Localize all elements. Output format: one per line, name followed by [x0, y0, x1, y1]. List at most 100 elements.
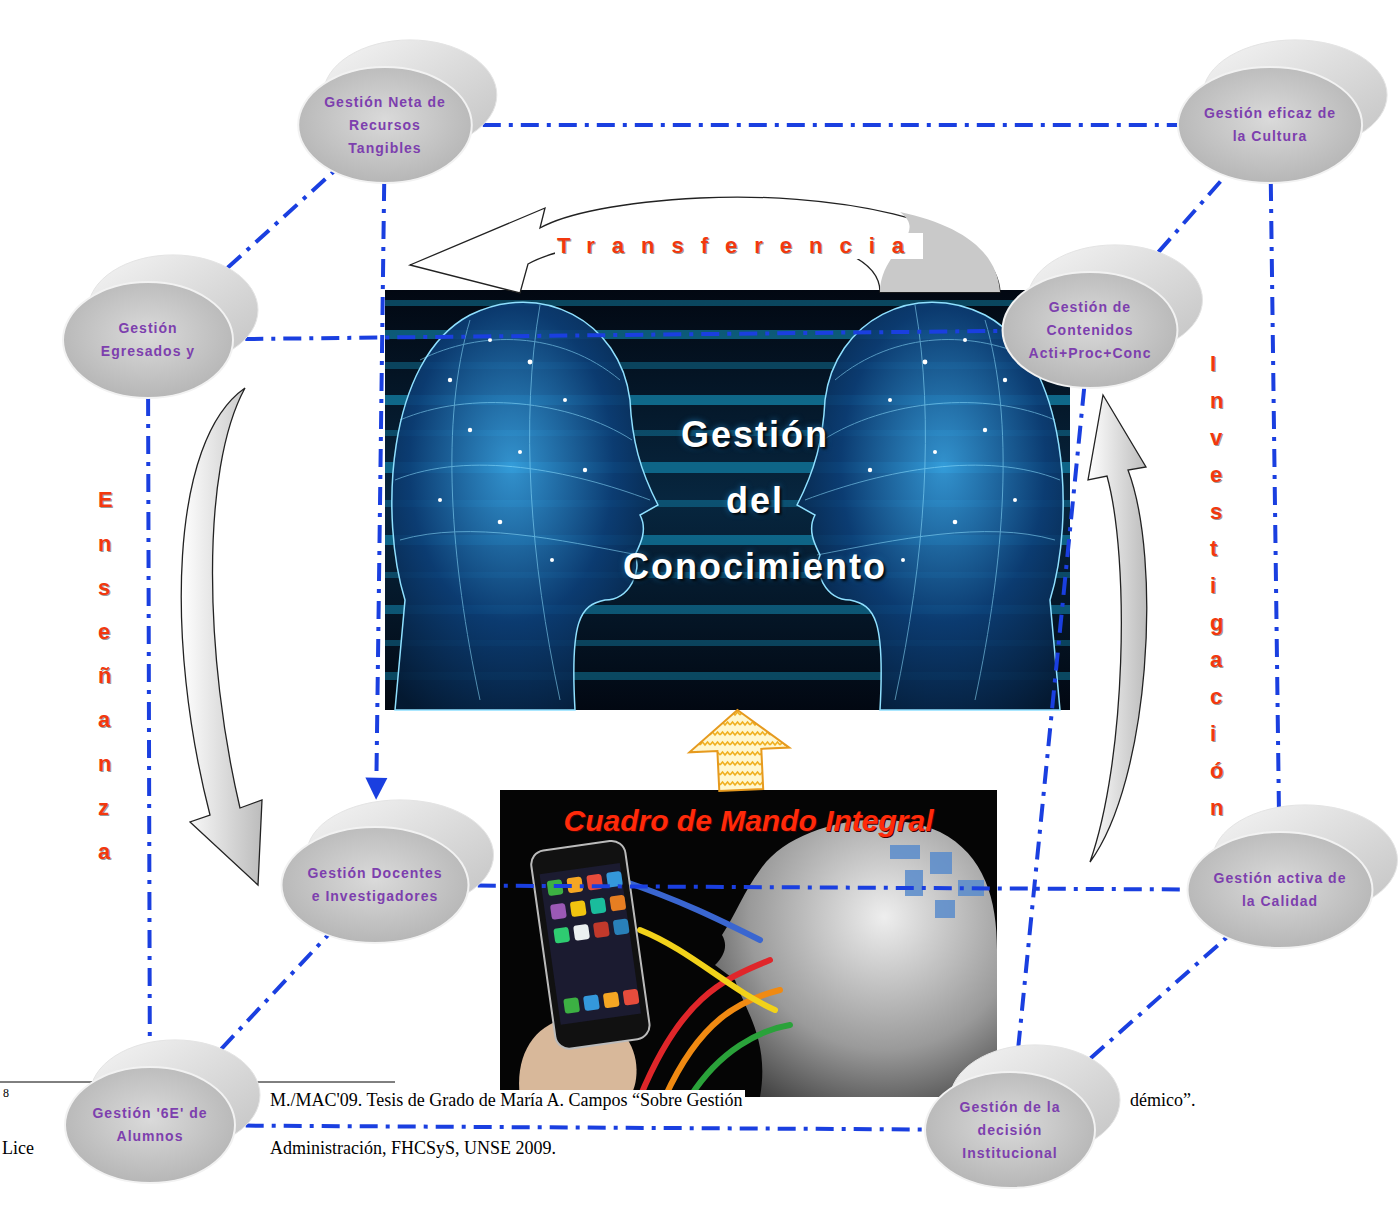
disc-label-box: Gestión Neta de Recursos Tangibles	[317, 91, 453, 160]
head-mesh	[395, 305, 650, 700]
disc-front	[298, 67, 472, 183]
image-panel: Gestión del Conocimiento	[385, 290, 1070, 710]
dash-dot-line	[246, 1126, 925, 1130]
disc-label-box: Gestión Egresados y	[80, 317, 216, 363]
disc-shape	[990, 235, 1190, 395]
disc-node: Gestión Neta de Recursos Tangibles	[285, 30, 485, 190]
disc-front	[925, 1072, 1095, 1188]
dash-dot-line	[1091, 937, 1227, 1058]
block-arrow-shape	[689, 710, 789, 791]
disc-node: Gestión Docentes e Investigadores	[275, 790, 475, 950]
knowledge-panel	[385, 290, 1070, 710]
app-icon	[570, 900, 587, 917]
footnote-text: Administración, FHCSyS, UNSE 2009.	[268, 1138, 558, 1159]
flow-label: Transferencia	[555, 233, 923, 259]
curved-arrow	[410, 197, 1000, 293]
panel-caption: Cuadro de Mando Integral	[500, 804, 997, 838]
dash-dot-line	[478, 886, 1188, 890]
disc-label: Gestión activa de la Calidad	[1214, 870, 1347, 909]
disc-label-box: Gestión de Contenidos Acti+Proc+Conc	[1022, 296, 1158, 365]
mesh-line	[400, 532, 638, 555]
disc-label: Gestión Egresados y	[101, 320, 195, 359]
dashed-connector	[1158, 176, 1225, 252]
disc-label: Gestión Neta de Recursos Tangibles	[324, 94, 446, 156]
flow-label-vertical: Enseñanza	[98, 478, 120, 874]
dashed-connector	[483, 125, 1178, 126]
head-silhouette	[392, 302, 658, 710]
disc-label-box: Gestión activa de la Calidad	[1212, 867, 1348, 913]
dash-dot-line	[376, 183, 384, 780]
app-icon	[613, 918, 630, 935]
dash-dot-line	[483, 123, 1178, 127]
dash-dot-line	[1271, 183, 1279, 807]
light-band	[385, 300, 1070, 306]
disc-node: Gestión Egresados y	[48, 245, 248, 405]
disc-shape	[910, 1035, 1110, 1195]
mesh-line	[400, 403, 632, 440]
disc-front	[63, 282, 233, 398]
wireframe-head	[392, 302, 658, 710]
disc-front	[281, 827, 468, 943]
dashed-connector	[245, 331, 1002, 339]
app-icon	[573, 924, 590, 941]
neuron-dot	[563, 398, 567, 402]
dash-dot-line	[1158, 176, 1225, 252]
curved-arrow	[1088, 395, 1147, 862]
footnote-number: 8	[3, 1086, 9, 1101]
mesh-line	[530, 305, 560, 700]
disc-label-box: Gestión Docentes e Investigadores	[307, 862, 443, 908]
dash-dot-line	[1018, 388, 1084, 1046]
dash-dot-line	[228, 172, 334, 268]
app-icon	[583, 994, 600, 1011]
mesh-line	[452, 320, 480, 700]
mesh-line	[420, 340, 620, 380]
bald-head	[715, 820, 997, 1097]
footnote-text: M./MAC'09. Tesis de Grado de María A. Ca…	[268, 1090, 745, 1111]
dashed-connector	[1271, 183, 1279, 807]
dashed-connector	[228, 172, 334, 268]
neuron-dot	[498, 520, 503, 525]
disc-label: Gestión '6E' de Alumnos	[92, 1105, 207, 1144]
disc-node: Gestión '6E' de Alumnos	[50, 1030, 250, 1190]
scorecard-panel	[500, 790, 997, 1097]
arrowhead	[365, 778, 387, 800]
disc-label: Gestión de la decisión Institucional	[960, 1099, 1061, 1161]
dashed-connector	[365, 183, 387, 800]
neuron-dots	[438, 338, 587, 562]
smartphone	[529, 839, 651, 1050]
disc-front	[1003, 272, 1178, 388]
disc-front	[1188, 832, 1373, 948]
dashed-connector	[246, 1126, 925, 1130]
app-icon	[590, 897, 607, 914]
dashed-connector	[148, 398, 150, 1042]
dashed-connector	[478, 886, 1188, 890]
disc-front	[1178, 67, 1362, 183]
app-icon	[603, 991, 620, 1008]
app-icon	[563, 997, 580, 1014]
neuron-dot	[488, 338, 492, 342]
image-panel: Cuadro de Mando Integral	[500, 790, 997, 1097]
circuit-patch	[930, 852, 952, 874]
neuron-dot	[528, 360, 533, 365]
disc-node: Gestión de Contenidos Acti+Proc+Conc	[990, 235, 1190, 395]
footnote-text: démico”.	[1128, 1090, 1197, 1111]
dashed-connector	[1018, 388, 1084, 1046]
disc-label: Gestión de Contenidos Acti+Proc+Conc	[1029, 299, 1152, 361]
neuron-dot	[438, 498, 442, 502]
dashed-connector	[221, 935, 328, 1049]
neuron-dot	[518, 450, 522, 454]
circuit-patch	[890, 845, 920, 859]
cable	[690, 1025, 790, 1097]
app-icon	[609, 895, 626, 912]
curved-arrow	[181, 388, 262, 885]
app-icon	[550, 903, 567, 920]
mesh-line	[395, 465, 650, 500]
circuit-patch	[935, 900, 955, 918]
neuron-dot	[550, 558, 554, 562]
disc-label-box: Gestión eficaz de la Cultura	[1202, 102, 1338, 148]
circuit-patch	[905, 870, 923, 896]
phone-body	[529, 839, 651, 1050]
app-icon	[623, 989, 640, 1006]
